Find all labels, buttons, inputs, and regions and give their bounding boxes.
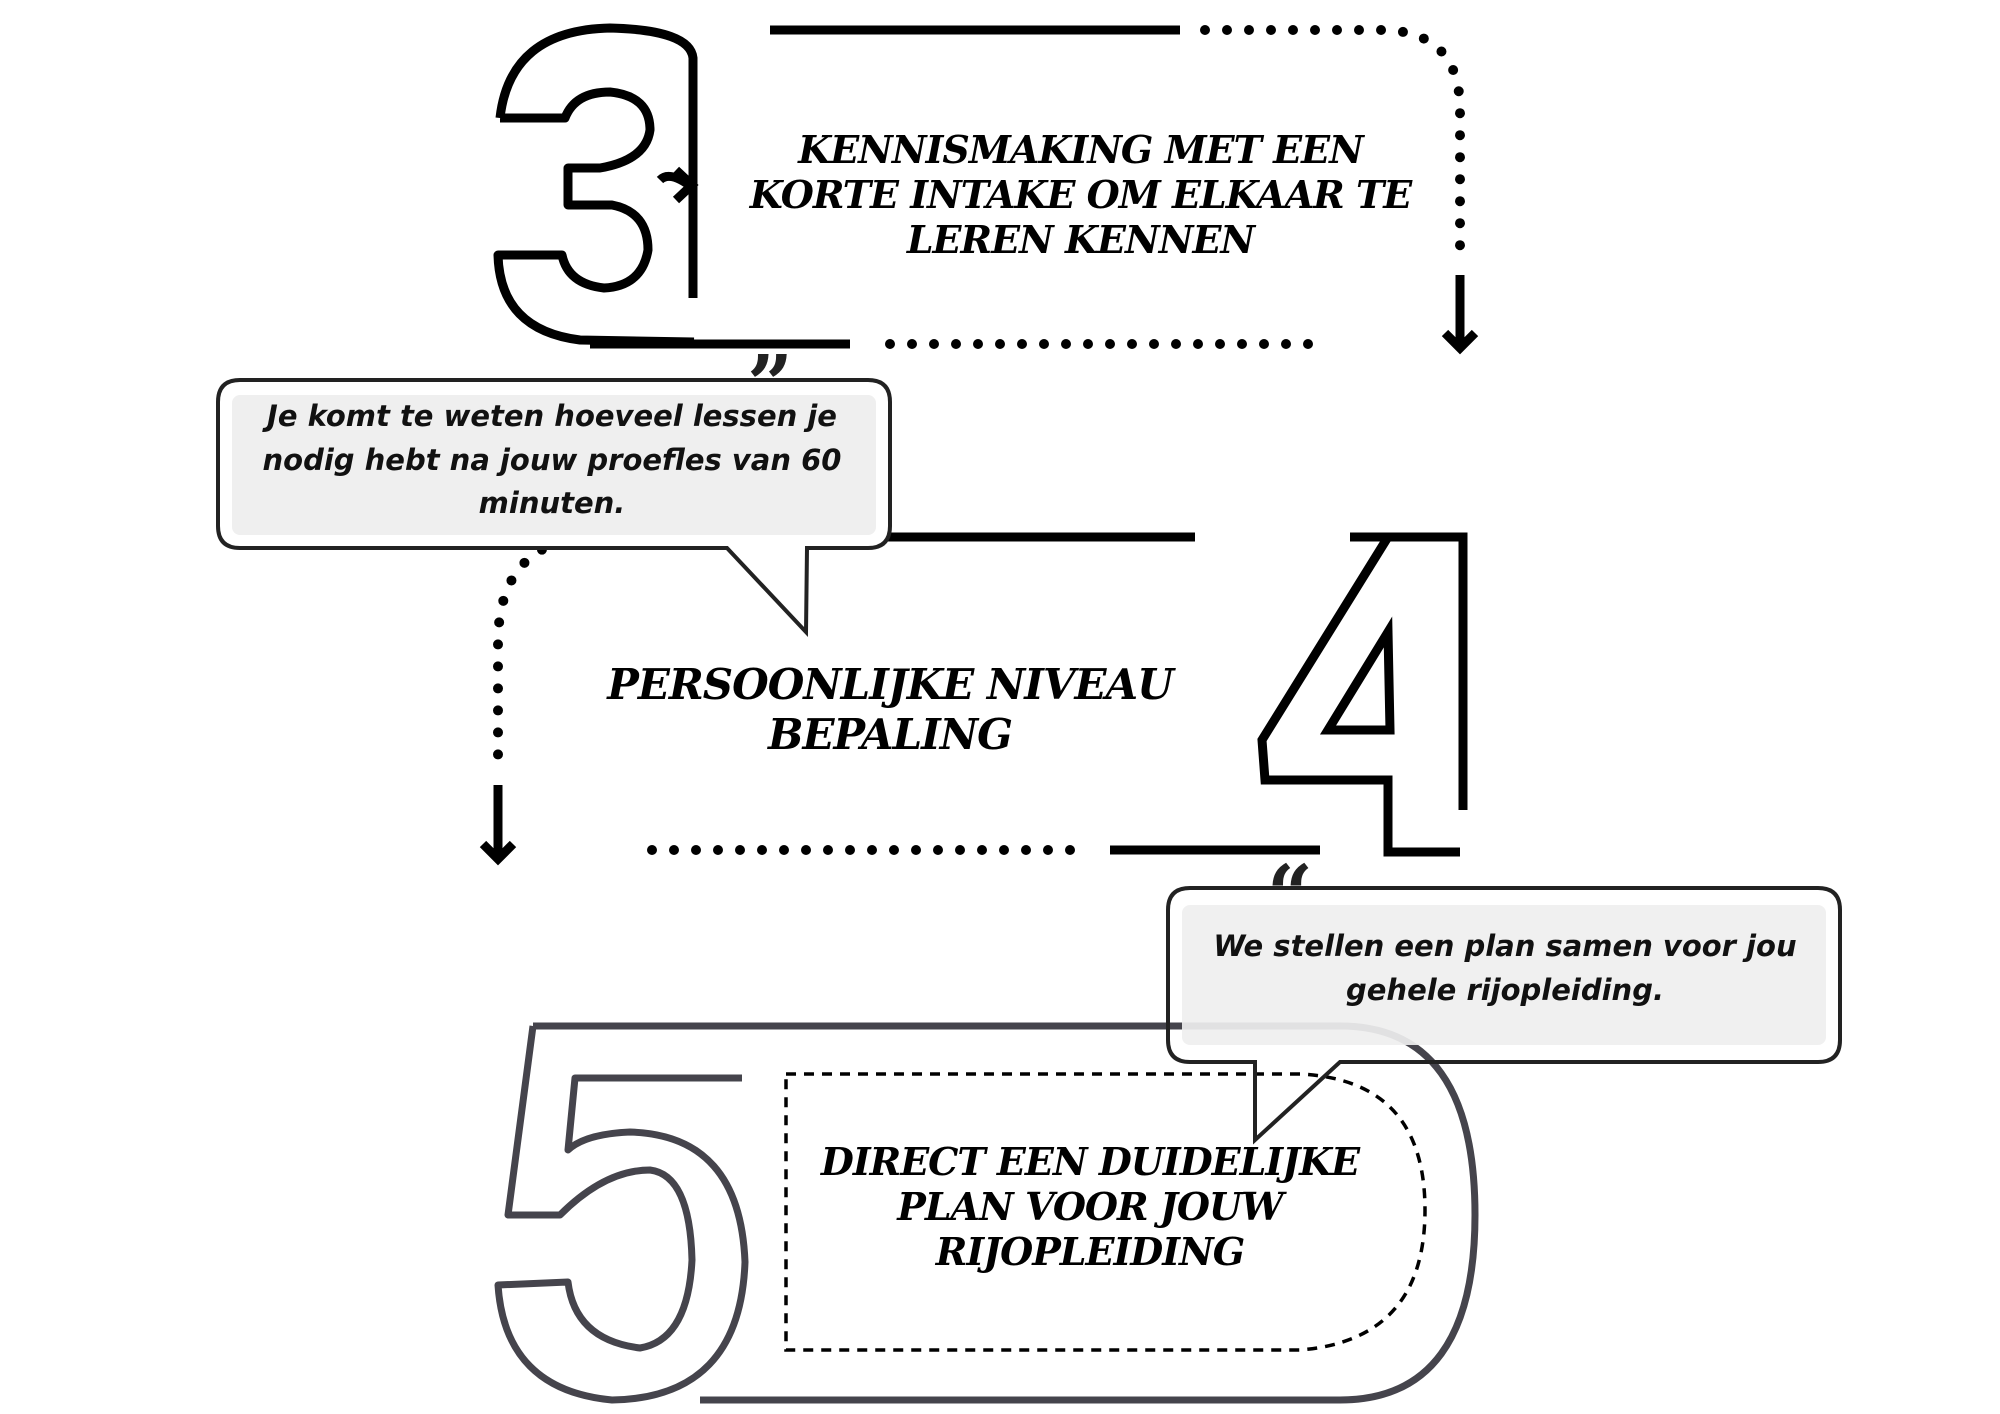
quote-bubble-2 bbox=[1166, 886, 1842, 1145]
quote-mark-1: ” bbox=[747, 337, 793, 431]
step-5-number bbox=[494, 1025, 749, 1404]
step-4-number bbox=[1257, 532, 1468, 857]
bubble-1-text: Je komt te weten hoeveel lessen je nodig… bbox=[262, 399, 842, 520]
bubble-2-text: We stellen een plan samen voor jou gehel… bbox=[1213, 929, 1797, 1007]
quote-mark-2: “ bbox=[1267, 847, 1313, 941]
step-3-number bbox=[493, 23, 699, 347]
quote-bubble-1 bbox=[216, 378, 892, 637]
step-3-title: KENNISMAKING MET EEN KORTE INTAKE OM ELK… bbox=[749, 127, 1413, 262]
step-4-title: PERSOONLIJKE NIVEAU BEPALING bbox=[607, 660, 1173, 759]
step-5-title: DIRECT EEN DUIDELIJKE PLAN VOOR JOUW RIJ… bbox=[820, 1139, 1360, 1274]
